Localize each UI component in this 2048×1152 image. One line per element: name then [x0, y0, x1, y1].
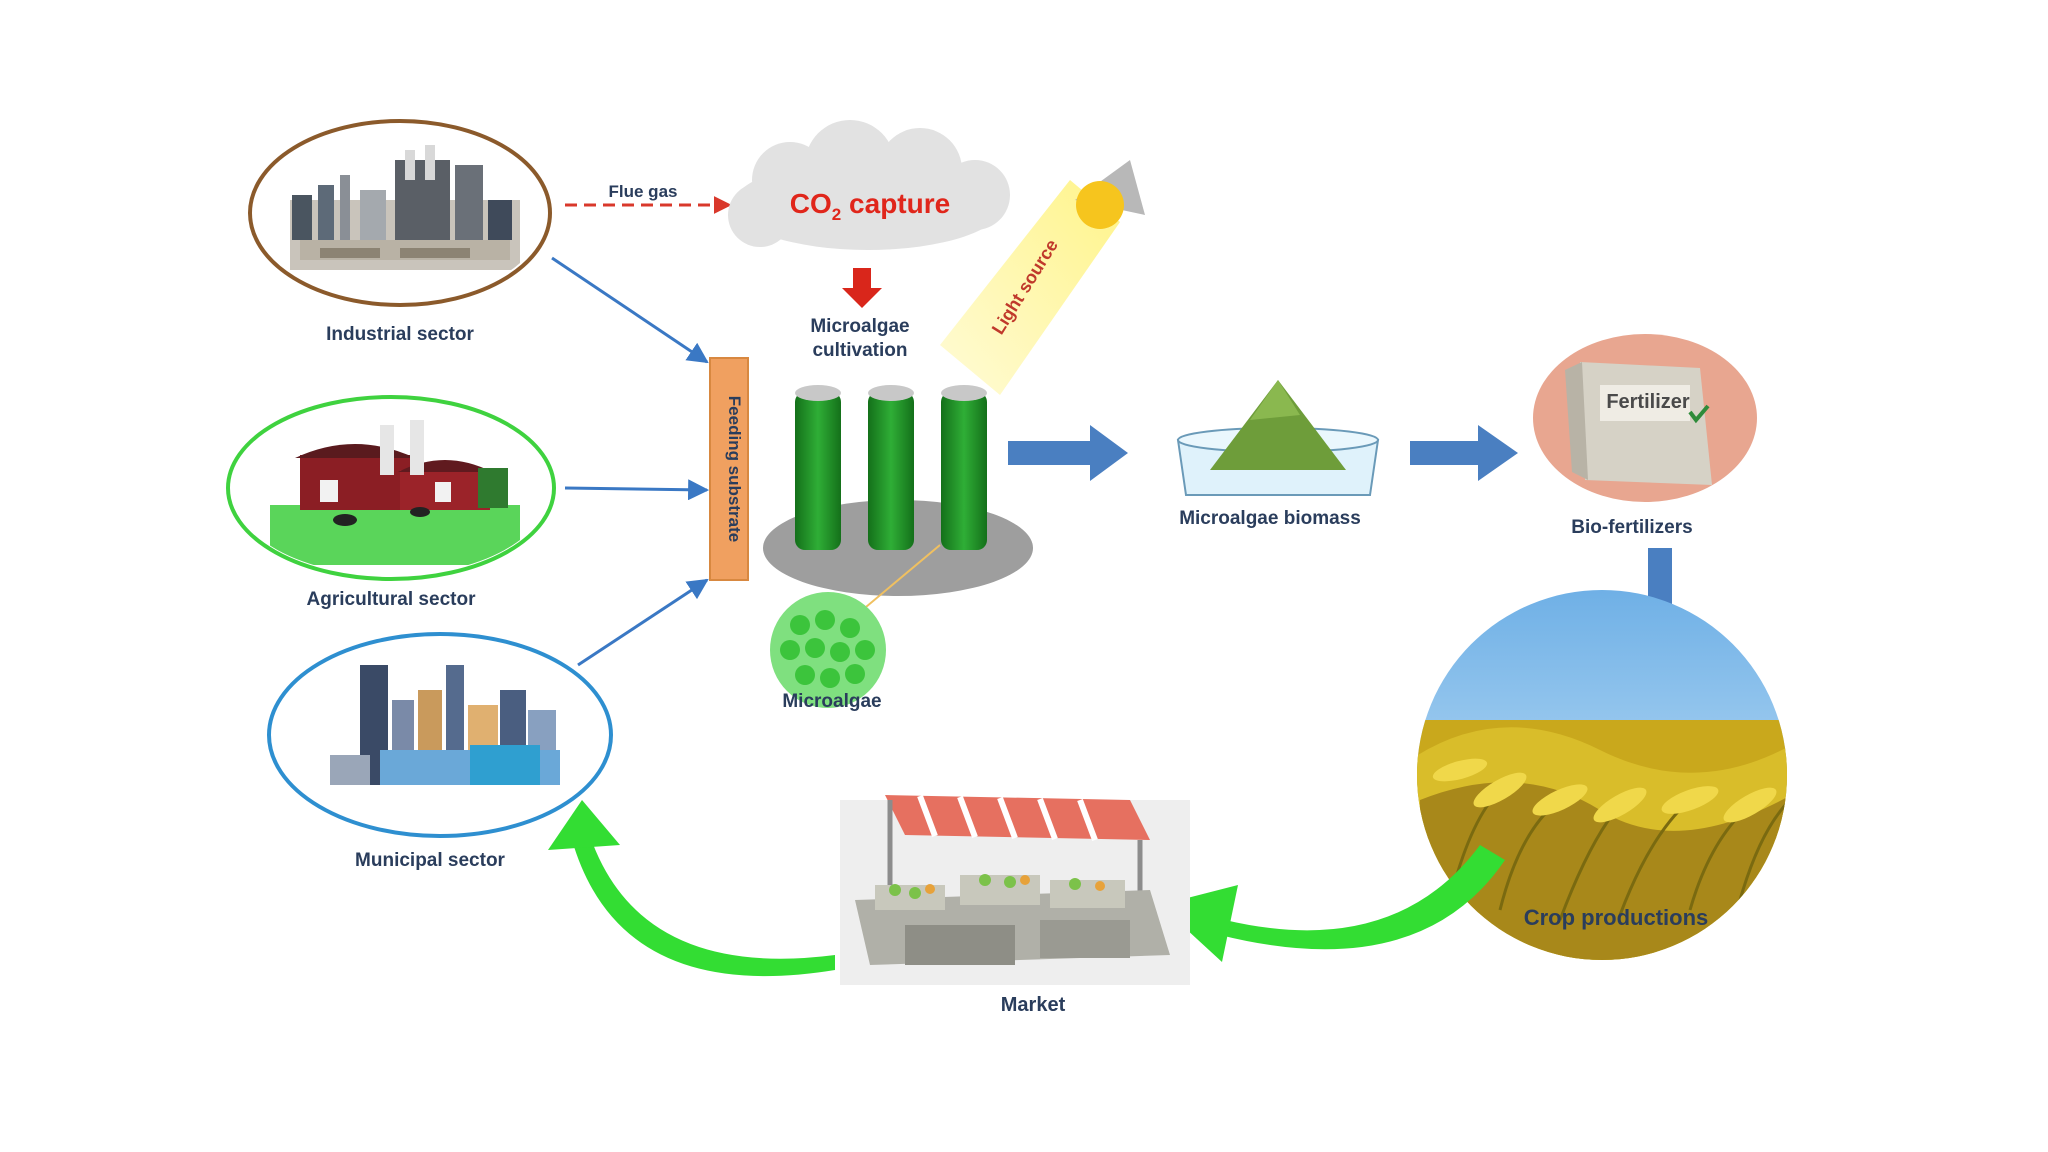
market-stall-icon	[855, 794, 1170, 965]
industrial-sector-node: Industrial sector	[248, 119, 552, 345]
return-arrow-market-to-municipal	[548, 800, 835, 977]
agricultural-sector-label: Agricultural sector	[307, 589, 477, 610]
cultivation-label-group: Microalgae cultivation	[810, 316, 909, 361]
sector-to-substrate-arrows	[551, 256, 710, 667]
lamp-icon	[1075, 160, 1145, 229]
crop-productions-label: Crop productions	[1524, 905, 1709, 930]
market-node: Market	[840, 794, 1190, 1016]
flue-gas-label: Flue gas	[609, 182, 678, 201]
microalgae-biomass-label: Microalgae biomass	[1179, 508, 1361, 529]
farm-icon	[270, 420, 520, 565]
agricultural-sector-node: Agricultural sector	[226, 395, 556, 610]
microalgae-cells-icon	[780, 610, 875, 688]
municipal-sector-label: Municipal sector	[355, 850, 506, 871]
crop-productions-node: Crop productions	[1417, 590, 1787, 960]
bio-fertilizers-label: Bio-fertilizers	[1571, 517, 1692, 538]
microalgae-biomass-node: Microalgae biomass	[1176, 380, 1380, 529]
municipal-sector-node: Municipal sector	[267, 632, 613, 871]
light-source-node: Light source	[940, 160, 1145, 395]
feeding-substrate-bar: Feeding substrate	[709, 357, 749, 581]
co2-capture-cloud: CO2 capture	[728, 120, 1010, 250]
culture-tube-2	[868, 385, 914, 550]
flue-gas-flow: Flue gas	[565, 182, 732, 214]
industrial-sector-label: Industrial sector	[326, 324, 474, 345]
cultivation-label-line1: Microalgae	[810, 316, 909, 337]
microalgae-node: Microalgae	[770, 592, 886, 712]
block-arrow-to-biofertilizer	[1410, 425, 1518, 481]
cultivation-label-line2: cultivation	[812, 340, 907, 361]
market-label: Market	[1001, 994, 1066, 1016]
block-arrow-to-biomass	[1008, 425, 1128, 481]
co2-capture-label: CO2 capture	[790, 188, 950, 224]
fertilizer-bag-text: Fertilizer	[1606, 391, 1690, 413]
city-icon	[330, 665, 560, 785]
microalgae-label: Microalgae	[782, 691, 881, 712]
wheat-field-icon	[1417, 720, 1787, 960]
factory-icon	[290, 145, 520, 270]
fertilizer-bag-icon: Fertilizer	[1565, 362, 1712, 485]
culture-tube-1	[795, 385, 841, 550]
bio-fertilizers-node: Fertilizer Bio-fertilizers	[1533, 334, 1757, 538]
photobioreactor	[763, 385, 1033, 613]
biomass-pile-icon	[1210, 380, 1346, 470]
feeding-substrate-label: Feeding substrate	[725, 396, 744, 542]
culture-tube-3	[941, 385, 987, 550]
co2-to-cultivation-arrow	[842, 268, 882, 308]
